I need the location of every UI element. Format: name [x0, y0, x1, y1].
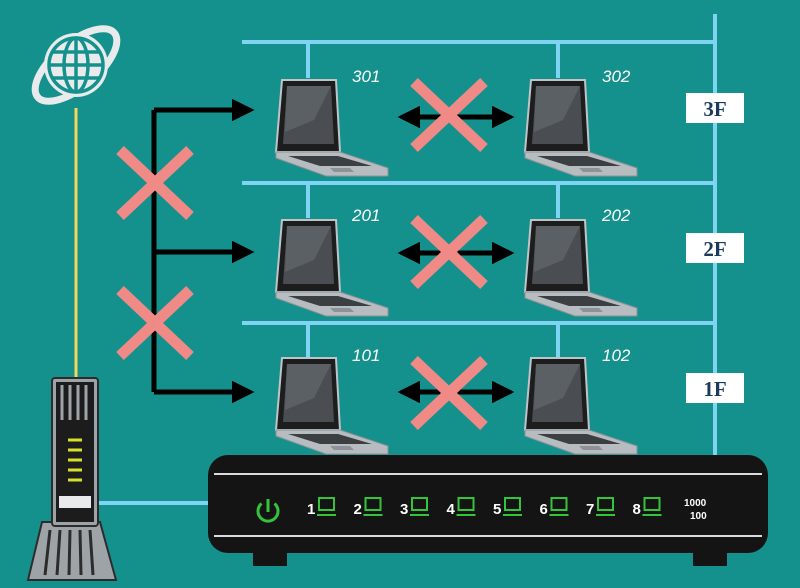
- floor-badge: 1F: [686, 373, 744, 403]
- laptop-icon: [524, 219, 638, 317]
- ethernet-port-icon: [503, 497, 522, 516]
- ethernet-port-icon: [410, 497, 429, 516]
- port-number: 3: [400, 501, 408, 518]
- port-number: 7: [586, 501, 594, 518]
- port-number: 4: [447, 501, 456, 518]
- floor-badge: 2F: [686, 233, 744, 263]
- laptop-icon: [275, 79, 389, 177]
- port-number: 6: [540, 501, 548, 518]
- ethernet-port-icon: [317, 497, 336, 516]
- ethernet-port-icon: [456, 497, 476, 516]
- ethernet-port-icon: [363, 497, 383, 516]
- floor-label: 2F: [703, 237, 726, 261]
- floor-label: 1F: [703, 377, 726, 401]
- room-label: 202: [601, 206, 631, 225]
- laptop-icon: [524, 357, 638, 455]
- laptop-icon: [275, 357, 389, 455]
- room-label: 101: [352, 346, 380, 365]
- room-label: 302: [602, 67, 631, 86]
- room-label: 201: [351, 206, 380, 225]
- port-number: 8: [633, 501, 641, 518]
- room-label: 301: [352, 67, 380, 86]
- ethernet-port-icon: [596, 497, 615, 516]
- port-number: 1: [307, 501, 315, 518]
- ethernet-port-icon: [642, 497, 662, 516]
- router-icon: [26, 377, 118, 581]
- room-label: 102: [602, 346, 631, 365]
- globe-icon: [31, 25, 121, 105]
- floor-badge: 3F: [686, 93, 744, 123]
- ethernet-port-icon: [549, 497, 569, 516]
- speed-label-100: 100: [690, 511, 707, 522]
- laptop-icon: [524, 79, 638, 177]
- port-number: 2: [354, 501, 362, 518]
- floor-label: 3F: [703, 97, 726, 121]
- lan-cabling: [96, 14, 717, 505]
- speed-label-1000: 1000: [684, 498, 707, 509]
- port-number: 5: [493, 501, 501, 518]
- laptop-icon: [275, 219, 389, 317]
- power-icon: [256, 499, 280, 523]
- switching-hub: 1 2 3 4 5 6 7 8 1000 100: [208, 455, 768, 566]
